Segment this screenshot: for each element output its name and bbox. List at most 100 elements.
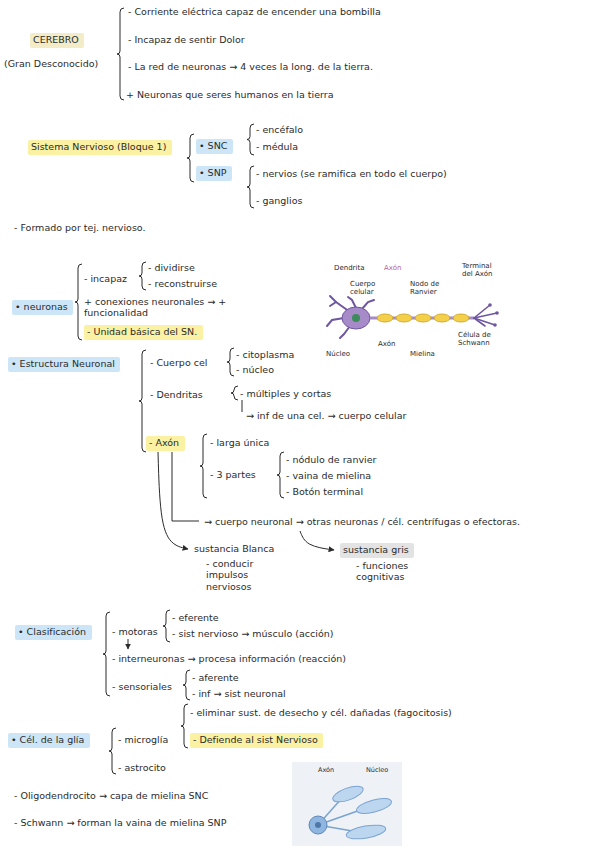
highlighted-text: Sistema Nervioso (Bloque 1) <box>31 141 166 152</box>
glia-illustration <box>292 762 402 846</box>
highlight-box: - Axón <box>146 436 185 451</box>
curly-bracket <box>139 262 146 290</box>
note-text: sustancia Blanca <box>194 543 274 554</box>
cell-body <box>342 307 370 329</box>
note-text: - reconstruirse <box>148 278 217 289</box>
myelin-segment <box>377 314 393 322</box>
note-text: - 3 partes <box>210 469 256 480</box>
hand-arrow <box>158 452 188 549</box>
highlighted-text: sustancia gris <box>343 544 409 555</box>
curly-bracket <box>187 134 194 182</box>
image-ground <box>292 762 402 846</box>
note-text: - múltiples y cortas <box>240 388 331 399</box>
note-text: - sensoriales <box>112 681 172 692</box>
note-text: → inf de una cel. → cuerpo celular <box>246 410 406 421</box>
note-text: + Neuronas que seres humanos en la tierr… <box>126 89 333 100</box>
curly-bracket <box>139 350 146 452</box>
highlighted-text: • SNP <box>199 167 227 178</box>
hand-arrow <box>172 452 199 521</box>
curly-bracket <box>163 610 170 642</box>
highlight-box: - Unidad básica del SN. <box>84 325 203 340</box>
curly-bracket <box>117 8 124 100</box>
note-text: - aferente <box>192 672 239 683</box>
curly-bracket <box>181 704 188 748</box>
note-text: Nodo de Ranvier <box>410 280 446 297</box>
note-text: Núcleo <box>366 767 388 775</box>
note-text: - astrocito <box>118 762 166 773</box>
note-text: - sist nervioso → músculo (acción) <box>172 628 333 639</box>
highlighted-text: - Unidad básica del SN. <box>87 326 197 337</box>
note-text: Terminal del Axón <box>462 262 500 279</box>
note-text: - núcleo <box>236 364 274 375</box>
myelin-sheath <box>345 823 386 842</box>
highlighted-text: • neuronas <box>15 301 68 312</box>
terminal-button <box>495 311 499 315</box>
note-text: Célula de Schwann <box>458 331 500 348</box>
note-text: Núcleo <box>326 350 350 358</box>
note-text: - conducir impulsos nerviosos <box>206 558 278 592</box>
highlighted-text: CEREBRO <box>33 34 79 45</box>
dendrite <box>330 302 336 306</box>
note-text: - Botón terminal <box>286 486 363 497</box>
curly-bracket <box>75 264 82 340</box>
curly-bracket <box>183 670 190 700</box>
highlight-box: • neuronas <box>12 300 73 315</box>
myelin-sheath <box>331 783 365 805</box>
note-text: → cuerpo neuronal → otras neuronas / cél… <box>204 516 520 527</box>
note-text: - microglía <box>118 734 168 745</box>
terminal-button <box>493 323 497 327</box>
note-text: - incapaz <box>84 273 127 284</box>
hand-arrow <box>300 531 334 550</box>
note-text: - eferente <box>172 612 219 623</box>
myelin-segment <box>453 314 469 322</box>
note-text: Axón <box>318 767 334 775</box>
highlighted-text: - Defiende al sist Nervioso <box>193 734 318 745</box>
note-text: - Formado por tej. nervioso. <box>14 222 146 233</box>
note-text: + conexiones neuronales → + funcionalida… <box>84 296 234 319</box>
highlight-box: CEREBRO <box>30 33 84 48</box>
myelin-sheath <box>355 796 393 817</box>
highlight-box: • Cél. de la glía <box>8 733 90 748</box>
note-text: Axón <box>384 264 401 272</box>
note-text: - ganglios <box>256 195 302 206</box>
note-text: Dendrita <box>334 264 364 272</box>
hand-arrow <box>242 400 243 412</box>
note-text: - funciones cognitivas <box>356 560 446 583</box>
highlighted-text: • Clasificación <box>18 626 86 637</box>
note-text: - médula <box>256 141 298 152</box>
note-text: - Dendritas <box>150 389 203 400</box>
curly-bracket <box>277 452 284 498</box>
curly-bracket <box>247 166 254 208</box>
note-text: - Corriente eléctrica capaz de encender … <box>128 6 381 17</box>
note-text: - interneuronas → procesa información (r… <box>112 653 346 664</box>
curly-bracket <box>103 612 110 696</box>
curly-bracket <box>109 728 116 774</box>
dendrite <box>362 300 374 309</box>
note-text: - La red de neuronas → 4 veces la long. … <box>128 61 373 72</box>
curly-bracket <box>247 124 254 155</box>
note-text: - Oligodendrocito → capa de mielina SNC <box>14 790 208 801</box>
glia-nucleus <box>315 822 321 828</box>
myelin-segment <box>396 314 412 322</box>
note-text: - nervios (se ramifica en todo el cuerpo… <box>256 168 447 179</box>
axon-terminal <box>474 318 495 325</box>
highlight-box: • SNC <box>196 139 233 154</box>
curly-bracket <box>231 386 238 400</box>
note-text: Axón <box>378 340 395 348</box>
highlight-box: • Estructura Neuronal <box>8 357 120 372</box>
note-text: - larga única <box>210 437 269 448</box>
curly-bracket <box>227 348 234 376</box>
highlighted-text: • Estructura Neuronal <box>11 358 115 369</box>
note-text: - vaina de mielina <box>286 470 371 481</box>
highlight-box: • SNP <box>196 166 232 181</box>
note-text: - inf → sist neuronal <box>192 688 286 699</box>
terminal-button <box>488 303 492 307</box>
cell-nucleus <box>352 314 360 322</box>
dendrite <box>327 318 344 326</box>
note-text: - Cuerpo cel <box>150 357 207 368</box>
note-text: Mielina <box>410 350 435 358</box>
glia-cell-body <box>309 816 327 834</box>
note-text: - Incapaz de sentir Dolor <box>128 34 245 45</box>
